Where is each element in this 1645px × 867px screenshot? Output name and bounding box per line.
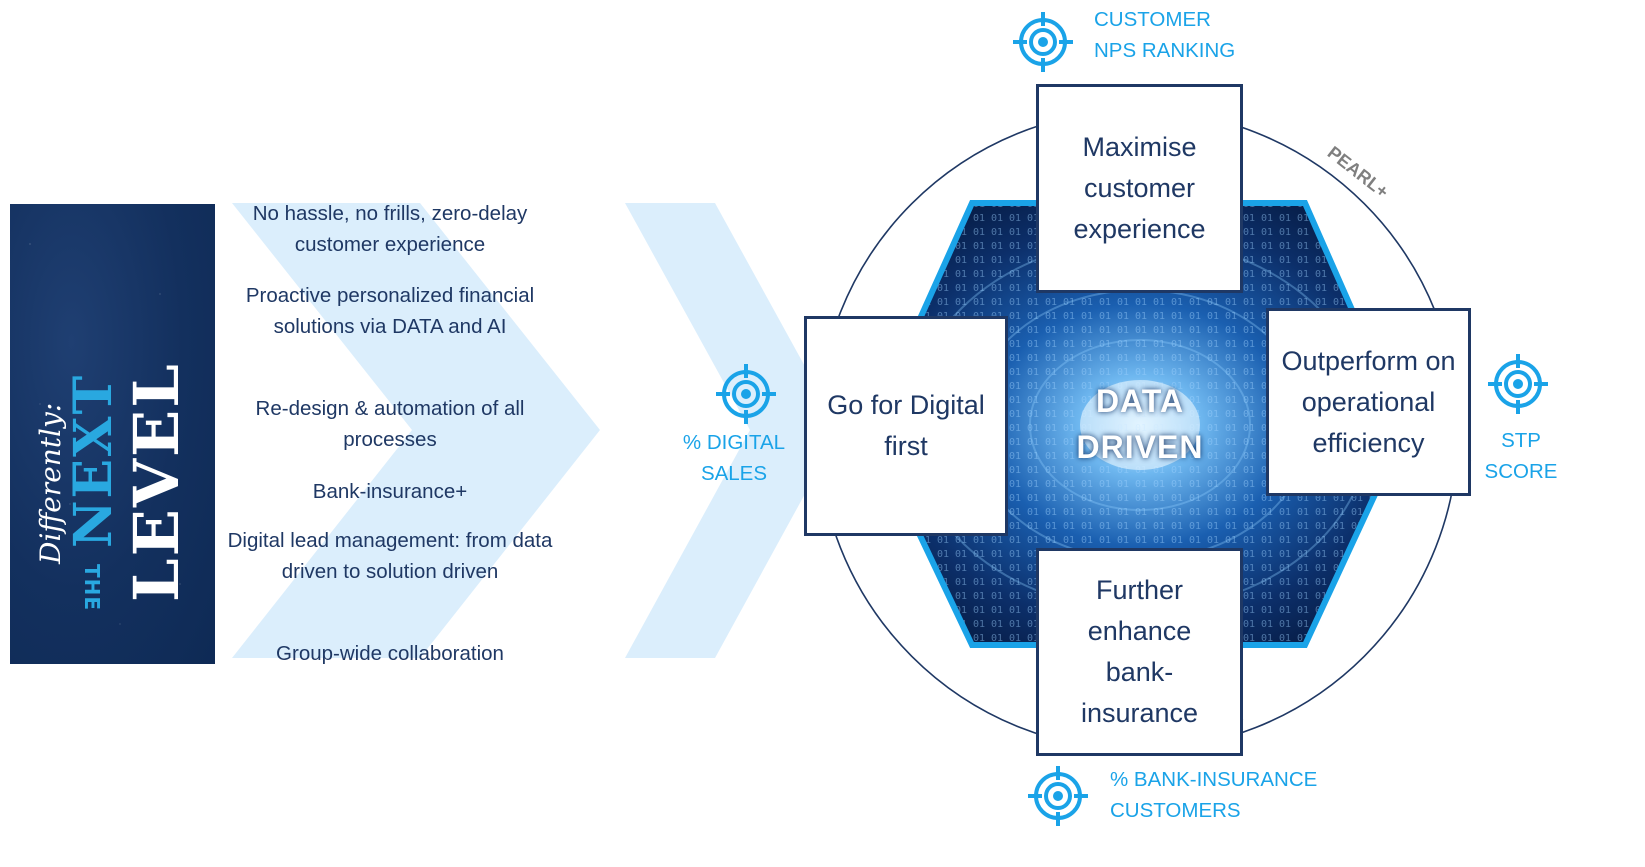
- kpi-bottom-line2: CUSTOMERS: [1110, 799, 1241, 822]
- kpi-left-line2: SALES: [700, 462, 768, 485]
- data-driven-label: DATA DRIVEN: [1040, 378, 1240, 470]
- kpi-left: % DIGITAL SALES: [674, 427, 794, 489]
- center-line-1: DATA: [1095, 383, 1185, 419]
- kpi-bottom: % BANK-INSURANCE CUSTOMERS: [1110, 764, 1317, 826]
- chevron-1: [232, 203, 600, 658]
- bullet-item: No hassle, no frills, zero-delay custome…: [252, 202, 528, 256]
- kpi-left-line1: % DIGITAL: [682, 431, 786, 454]
- next-level-banner: Differently: THE NEXT LEVEL: [10, 204, 215, 664]
- pillar-bottom-text: Further enhance bank-insurance: [1080, 575, 1199, 728]
- pillar-top: Maximise customer experience: [1036, 84, 1243, 293]
- pillar-left-text: Go for Digital first: [827, 390, 985, 461]
- bullet-item: Bank-insurance+: [312, 480, 468, 503]
- bullet-item: Group-wide collaboration: [276, 642, 504, 665]
- kpi-top-line2: NPS RANKING: [1094, 39, 1236, 62]
- pillar-top-text: Maximise customer experience: [1073, 132, 1206, 244]
- kpi-bottom-line1: % BANK-INSURANCE: [1110, 768, 1318, 791]
- pillar-left: Go for Digital first: [804, 316, 1008, 536]
- kpi-right-line1: STP: [1501, 429, 1541, 452]
- target-icon: [1028, 766, 1088, 826]
- bullet-item: Proactive personalized financial solutio…: [245, 284, 535, 338]
- kpi-right-line2: SCORE: [1484, 460, 1558, 483]
- center-line-2: DRIVEN: [1076, 429, 1204, 465]
- pillar-bottom: Further enhance bank-insurance: [1036, 548, 1243, 756]
- kpi-top: CUSTOMER NPS RANKING: [1094, 4, 1235, 66]
- pillar-right: Outperform on operational efficiency: [1266, 308, 1471, 496]
- target-icon: [1013, 12, 1073, 72]
- chevron-2: [625, 203, 840, 658]
- kpi-right: STP SCORE: [1476, 425, 1566, 487]
- target-icon: [1488, 354, 1548, 414]
- target-icon: [716, 364, 776, 424]
- pillar-right-text: Outperform on operational efficiency: [1281, 345, 1456, 458]
- bullet-item: Digital lead management: from data drive…: [227, 529, 553, 583]
- kpi-top-line1: CUSTOMER: [1094, 8, 1211, 31]
- bullet-item: Re-design & automation of all processes: [255, 397, 525, 451]
